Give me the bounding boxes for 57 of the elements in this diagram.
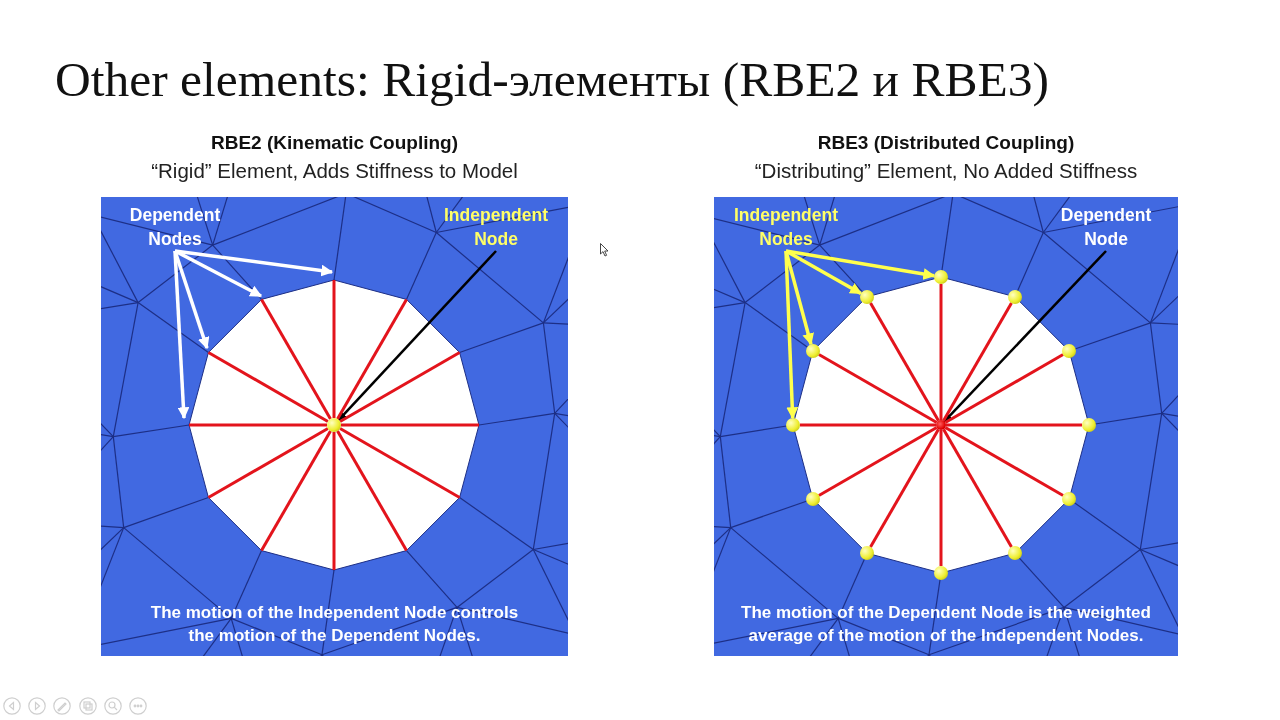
spoke-line	[260, 430, 332, 552]
spoke-line	[336, 298, 408, 420]
callout-label: Dependent Nodes	[125, 203, 225, 251]
node-dot-icon	[860, 289, 874, 304]
slide-title: Other elements: Rigid-элементы (RBE2 и RBE3)	[55, 52, 1049, 108]
leader-arrow	[943, 250, 1107, 423]
node-dot-icon	[1008, 546, 1022, 561]
leader-arrow	[174, 249, 263, 298]
panel-subheading: “Rigid” Element, Adds Stiffness to Model	[151, 159, 518, 183]
spoke-line	[260, 298, 332, 420]
spoke-line	[939, 284, 943, 420]
leader-arrow	[174, 249, 334, 277]
spoke-line	[942, 302, 1013, 422]
leader-arrow	[173, 250, 210, 350]
node-dot-icon	[1082, 418, 1096, 432]
spoke-line	[339, 351, 461, 423]
leader-arrow	[785, 249, 862, 295]
node-dot-icon	[805, 492, 820, 506]
callout-label: Dependent Node	[1056, 203, 1156, 251]
panel-caption: The motion of the Dependent Node is the weighted average of the motion of the Independent Nodes.	[740, 602, 1152, 647]
panel-heading: RBE2 (Kinematic Coupling)	[211, 132, 458, 154]
node-dot-icon	[786, 418, 800, 432]
spoke-line	[332, 432, 336, 570]
node-dot-icon	[1062, 344, 1077, 358]
spoke-line	[946, 423, 1082, 427]
spoke-line	[939, 430, 943, 566]
leader-arrow	[337, 250, 497, 421]
spoke-line	[189, 423, 327, 427]
spoke-line	[800, 423, 936, 427]
spoke-line	[339, 427, 461, 499]
node-dot-icon	[805, 344, 820, 358]
panel-heading: RBE3 (Distributed Coupling)	[817, 132, 1075, 154]
spoke-line	[944, 353, 1064, 424]
spoke-line	[207, 351, 329, 423]
node-dot-icon	[860, 546, 874, 561]
spoke-line	[332, 280, 336, 418]
callout-label: Independent Nodes	[728, 203, 844, 251]
leader-arrow	[785, 249, 936, 280]
spoke-line	[207, 427, 329, 499]
panel-subheading: “Distributing” Element, No Added Stiffness	[754, 159, 1138, 183]
panel-caption: The motion of the Independent Node controls the motion of the Dependent Nodes.	[149, 602, 520, 647]
spoke-line	[336, 430, 408, 552]
leader-arrow	[784, 250, 799, 420]
spoke-line	[818, 426, 938, 497]
node-dot-icon	[936, 420, 946, 430]
node-dot-icon	[934, 566, 948, 580]
node-dot-icon	[1008, 289, 1022, 304]
spoke-line	[944, 426, 1064, 497]
spoke-line	[869, 428, 940, 548]
spoke-line	[341, 423, 479, 427]
spoke-line	[869, 302, 940, 422]
callout-label: Independent Node	[440, 203, 552, 251]
spoke-line	[818, 353, 938, 424]
node-dot-icon	[934, 270, 948, 284]
spoke-line	[942, 428, 1013, 548]
node-dot-icon	[1062, 492, 1077, 506]
leader-arrow	[173, 250, 190, 420]
